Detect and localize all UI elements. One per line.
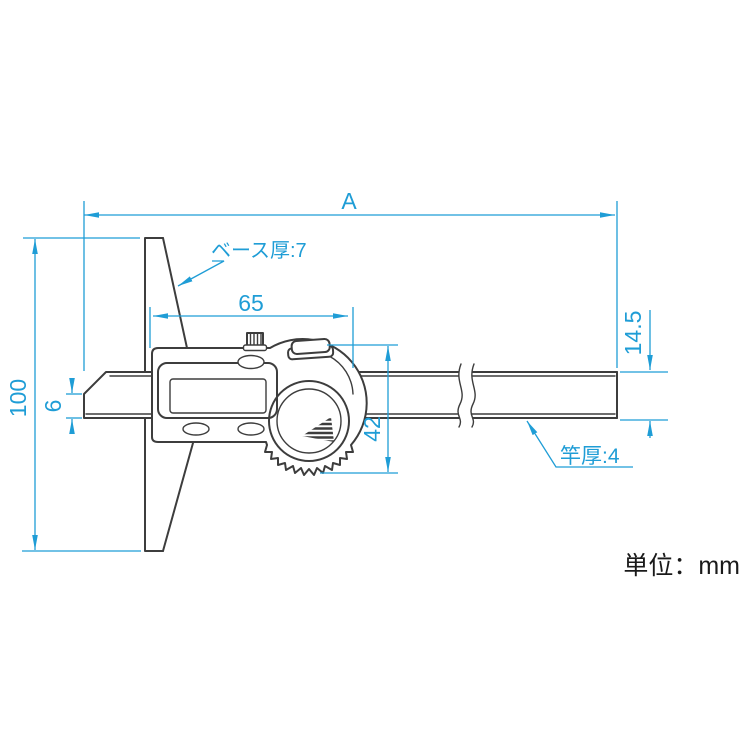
clamp-screw [242, 332, 268, 352]
dim-base-height-label: 100 [5, 379, 31, 417]
dim-total-length-label: A [341, 188, 357, 214]
thumb-wheel-outer [268, 380, 350, 462]
beam [351, 363, 618, 428]
dim-rod-tip-face: 6 [40, 378, 82, 434]
button-top-oval [237, 354, 265, 370]
thumb-wheel-inner [276, 388, 342, 454]
instrument-outline [83, 237, 618, 552]
beam-break-line-left [457, 363, 463, 428]
base-plate-upper-slant [162, 237, 188, 349]
unit-note: 単位：mm [623, 552, 740, 580]
dim-slider-height-label: 42 [359, 416, 385, 442]
clamp-screw-knurl [249, 333, 262, 346]
dim-slider-length: 65 [149, 290, 354, 368]
callout-base-thickness-label: ベース厚:7 [211, 240, 307, 262]
beam-break-line-right [470, 363, 476, 428]
base-plate-lower-slant [162, 442, 194, 552]
dim-slider-height: 42 [320, 344, 398, 474]
dim-rod-tip-face-label: 6 [40, 400, 66, 413]
dimension-annotations: A 100 6 65 42 [5, 188, 668, 552]
head-accent-arc [328, 355, 354, 395]
measuring-rod-tip [83, 371, 160, 419]
callout-rod-thickness: 竿厚:4 [526, 420, 633, 468]
button-bottom-left-oval [182, 422, 210, 436]
dim-slider-length-label: 65 [238, 290, 264, 316]
callout-base-thickness: ベース厚:7 [177, 240, 307, 287]
dim-beam-width: 14.5 [620, 310, 668, 438]
dim-total-length: A [83, 188, 618, 371]
button-bottom-right-oval [237, 422, 265, 436]
origin-button [287, 338, 335, 361]
lcd-screen [169, 378, 267, 414]
dim-base-height: 100 [5, 237, 141, 552]
callout-rod-thickness-label: 竿厚:4 [560, 445, 620, 468]
dim-beam-width-label: 14.5 [620, 311, 646, 356]
